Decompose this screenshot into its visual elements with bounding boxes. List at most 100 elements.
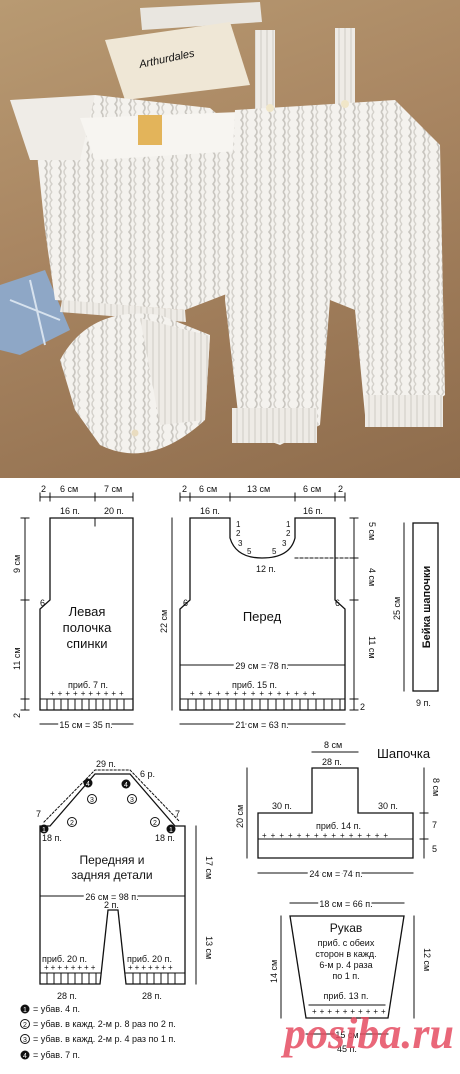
legend-item: 1 = убав. 4 п. (20, 1004, 80, 1014)
band-height: 25 см (392, 597, 402, 620)
svg-text:4: 4 (86, 781, 90, 788)
schematics-svg: 2 6 см 7 см 16 п. 20 п. ++++++++++ 9 см … (12, 484, 441, 1060)
product-photo: Arthurdales (0, 0, 460, 478)
circled-marker: 3 (127, 794, 137, 804)
dim-back-band: 2 (12, 713, 22, 718)
hat-band-diagram: Бейка шапочки 25 см 9 п. (392, 522, 439, 708)
circled-marker: 2 (150, 817, 160, 827)
watermark: posiba.ru (284, 1009, 454, 1058)
dim-front-bottom: 21 см = 63 п. (235, 720, 288, 730)
sleeve-title: Рукав (330, 921, 363, 935)
dim-back-lower: 11 см (12, 647, 22, 670)
front-pick: приб. 15 п. (232, 680, 277, 690)
front-piece-diagram: 2 6 см 13 см 6 см 2 16 п. 16 п. 1 2 3 5 … (159, 484, 377, 732)
panel-right-7: 7 (175, 809, 180, 819)
hat-h5: 5 (432, 844, 437, 854)
svg-text:3: 3 (90, 797, 94, 804)
svg-text:3: 3 (23, 1037, 27, 1044)
neck-mark: 5 (247, 547, 252, 556)
sleeve-h12: 12 см (422, 948, 432, 971)
circled-marker: 3 (87, 794, 97, 804)
front-st-right: 16 п. (303, 506, 323, 516)
button-card (138, 115, 162, 145)
panel-title-line2: задняя детали (71, 868, 152, 882)
legend-text: = убав. 7 п. (33, 1050, 80, 1060)
panel-bottom-left: 28 п. (57, 991, 77, 1001)
panel-plus-left: ++++++++ (44, 963, 97, 972)
dim-front-11: 11 см (367, 636, 377, 659)
dim-back-upper: 9 см (12, 555, 22, 573)
panel-title-line1: Передняя и (79, 853, 144, 867)
band-title: Бейка шапочки (421, 566, 433, 649)
neck-mark: 2 (236, 529, 241, 538)
panel-plus-right: +++++++ (128, 963, 175, 972)
sleeve-note-4: по 1 п. (332, 971, 359, 981)
panel-right-18: 18 п. (155, 833, 175, 843)
dim-front-22: 22 см (159, 610, 169, 633)
front-mark-6-left: 6 (183, 598, 188, 608)
hat-top-cm: 8 см (324, 740, 342, 750)
dim-back-top-right: 7 см (104, 484, 122, 494)
neck-mark: 3 (282, 539, 287, 548)
neck-mark: 2 (286, 529, 291, 538)
panel-top-st: 29 п. (96, 759, 116, 769)
dim-front-b: 6 см (199, 484, 217, 494)
back-title-line3: спинки (67, 636, 108, 651)
hat-top-st: 28 п. (322, 757, 342, 767)
neck-mark: 1 (236, 520, 241, 529)
panel-h17: 17 см (204, 856, 214, 879)
hat-h20: 20 см (235, 805, 245, 828)
sleeve-plus-row: ++++++++++ (312, 1007, 389, 1016)
circled-marker: 1 (39, 824, 49, 834)
panel-h13: 13 см (204, 936, 214, 959)
sleeve-note-1: приб. с обеих (318, 938, 375, 948)
panel-width: 26 см = 98 п. (85, 892, 138, 902)
circled-marker: 4 (83, 778, 93, 788)
circled-marker: 4 (121, 779, 131, 789)
panel-left-18: 18 п. (42, 833, 62, 843)
back-st-left: 16 п. (60, 506, 80, 516)
svg-text:2: 2 (153, 820, 157, 827)
sleeve-note-3: 6-м р. 4 раза (319, 960, 372, 970)
front-st-left: 16 п. (200, 506, 220, 516)
svg-text:1: 1 (23, 1007, 27, 1014)
circled-marker: 1 (166, 824, 176, 834)
dim-back-top-mid: 6 см (60, 484, 78, 494)
overalls-panel-diagram: 29 п. 6 р. 7 7 18 п. 18 п. 1 2 3 4 4 3 2… (36, 759, 214, 1001)
front-neck-st: 12 п. (256, 564, 276, 574)
legend-text: = убав. в кажд. 2-м р. 8 раз по 2 п. (33, 1019, 176, 1029)
back-mark-6: 6 (40, 598, 45, 608)
hat-h8: 8 см (431, 778, 441, 796)
panel-left-7: 7 (36, 809, 41, 819)
hat-bottom: 24 см = 74 п. (309, 869, 362, 879)
back-title-line2: полочка (63, 620, 112, 635)
hat-left-st: 30 п. (272, 801, 292, 811)
legend-item: 4 = убав. 7 п. (20, 1050, 80, 1060)
blue-box (0, 270, 70, 355)
dim-front-4: 4 см (367, 568, 377, 586)
svg-text:3: 3 (130, 797, 134, 804)
svg-text:2: 2 (70, 820, 74, 827)
sleeve-bottom-st: 45 п. (337, 1044, 357, 1054)
panel-pick-left: приб. 20 п. (42, 954, 87, 964)
gift-tag: Arthurdales (105, 22, 250, 100)
back-pick: приб. 7 п. (68, 680, 108, 690)
ribbon (140, 2, 262, 30)
overalls (225, 28, 445, 445)
neck-mark: 1 (286, 520, 291, 529)
legend-text: = убав. 4 п. (33, 1004, 80, 1014)
legend-item: 3 = убав. в кажд. 2-м р. 4 раз по 1 п. (20, 1034, 176, 1044)
dim-front-c: 13 см (247, 484, 270, 494)
sleeve-top: 18 см = 66 п. (319, 899, 372, 909)
dim-front-width: 29 см = 78 п. (235, 661, 288, 671)
dim-front-d: 6 см (303, 484, 321, 494)
dim-front-5: 5 см (367, 522, 377, 540)
panel-gap: 2 п. (104, 900, 119, 910)
dim-front-a: 2 (182, 484, 187, 494)
neck-mark: 5 (272, 547, 277, 556)
knitwear-illustration: Arthurdales (0, 2, 445, 454)
neck-mark: 3 (238, 539, 243, 548)
sleeve-bottom-cm: 15 см (335, 1030, 358, 1040)
panel-rows: 6 р. (140, 769, 155, 779)
dim-back-top-left: 2 (41, 484, 46, 494)
